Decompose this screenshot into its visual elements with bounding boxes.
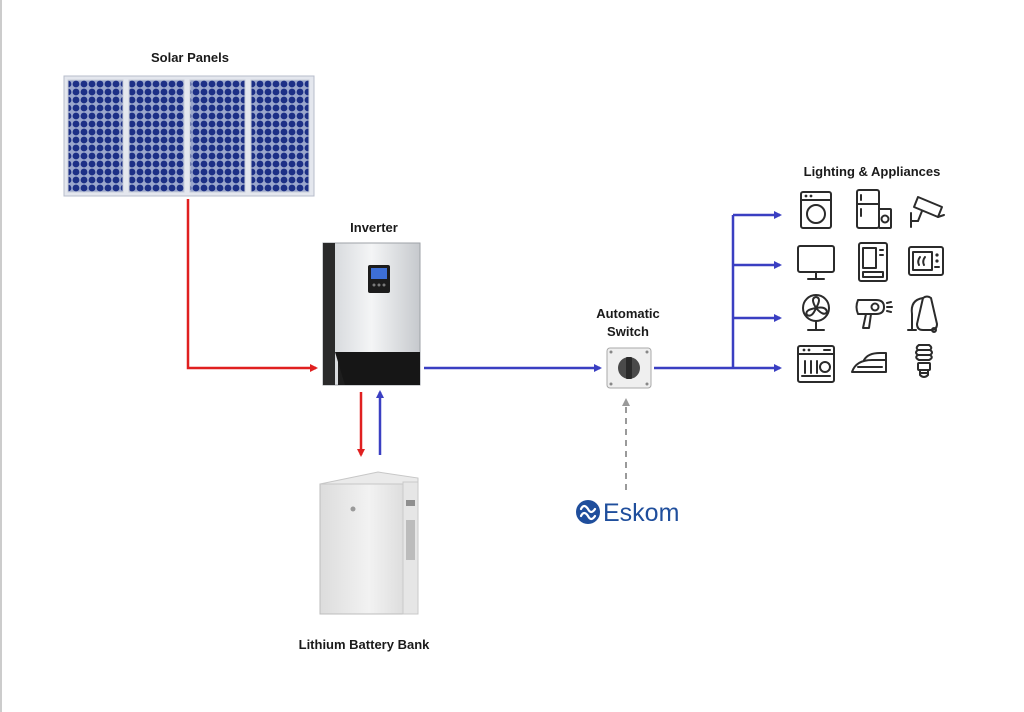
hair-dryer-icon [855,299,893,329]
automatic-switch-unit [606,347,652,389]
microwave-icon [908,246,944,276]
vending-machine-icon [858,242,888,282]
solar-panels-label: Solar Panels [150,50,230,65]
battery-unit [319,471,419,615]
dc-connection-lines [186,199,365,457]
appliance-icons [797,189,945,383]
dishwasher-icon [797,345,835,383]
eskom-wordmark: Eskom [603,499,679,527]
refrigerator-icon [856,189,892,229]
fan-icon [802,294,830,331]
light-bulb-icon [915,344,933,378]
clothes-iron-icon [851,352,887,373]
automatic-switch-label-line2: Switch [607,324,649,339]
vacuum-cleaner-icon [907,295,938,333]
lighting-appliances-label: Lighting & Appliances [803,164,941,179]
automatic-switch-label: Automatic Switch [568,305,688,341]
television-icon [797,245,835,280]
solar-panel-array [63,75,315,197]
washing-machine-icon [800,191,832,229]
automatic-switch-label-line1: Automatic [596,306,660,321]
eskom-logo: Eskom [576,499,679,527]
security-camera-icon [910,196,945,228]
ac-connection-lines [376,211,782,455]
inverter-unit [322,242,421,386]
inverter-label: Inverter [350,220,398,235]
battery-label: Lithium Battery Bank [298,637,430,652]
